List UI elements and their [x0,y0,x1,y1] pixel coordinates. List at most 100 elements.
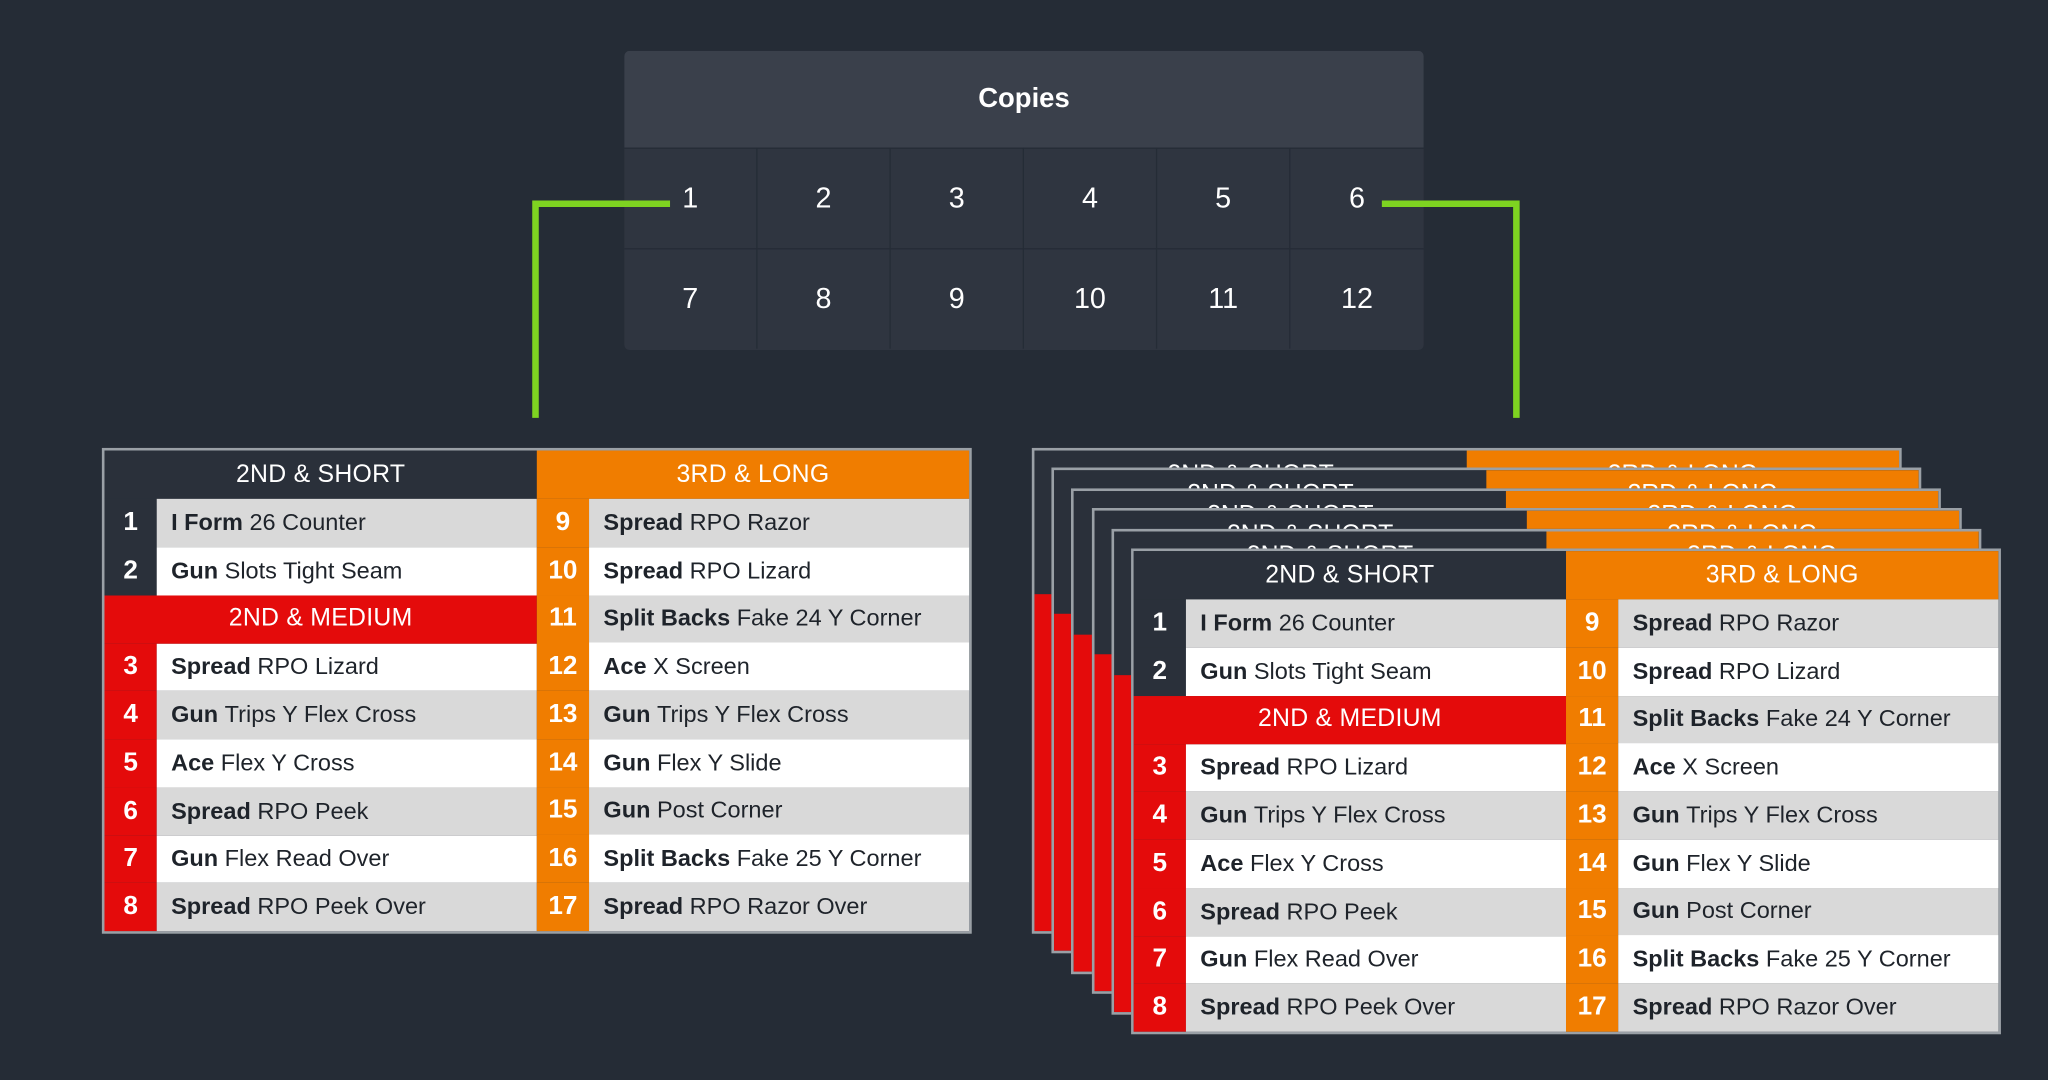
section-3rd-long: 3RD & LONG [1566,551,1999,600]
play-formation: Spread [603,509,684,536]
play-number: 15 [1566,887,1619,936]
play-number: 4 [1133,791,1186,840]
play-name: X Screen [1682,753,1780,780]
play-formation: Gun [171,845,219,872]
copy-cell-3[interactable]: 3 [890,147,1024,249]
play-formation: I Form [171,509,243,536]
play-number: 1 [104,498,157,547]
play-name: Flex Y Cross [220,749,355,776]
play-name: RPO Lizard [689,557,812,584]
play-name: Slots Tight Seam [224,557,403,584]
play-number: 6 [1133,887,1186,936]
play-name: Fake 25 Y Corner [1765,945,1951,972]
play-number: 16 [1566,935,1619,984]
play-name: Fake 24 Y Corner [736,605,922,632]
copy-cell-1[interactable]: 1 [624,147,758,249]
copies-title: Copies [624,50,1424,148]
connector-right [1381,200,1520,418]
play-name: Fake 24 Y Corner [1765,705,1951,732]
play-name: X Screen [653,653,750,680]
play-number: 10 [1566,647,1619,696]
play-formation: Gun [1200,657,1248,684]
play-name: RPO Razor Over [689,893,868,920]
copy-cell-6[interactable]: 6 [1290,147,1424,249]
play-number: 6 [104,787,157,836]
play-formation: Gun [603,701,651,728]
copy-cell-10[interactable]: 10 [1023,248,1158,349]
play-number: 5 [104,739,157,788]
copy-cell-2[interactable]: 2 [757,147,891,249]
play-formation: Ace [171,749,215,776]
play-name: RPO Lizard [1286,753,1409,781]
play-name: Trips Y Flex Cross [224,701,417,728]
copy-cell-9[interactable]: 9 [890,248,1024,349]
play-formation: Split Backs [603,845,731,872]
play-formation: Split Backs [603,605,731,632]
copy-cell-11[interactable]: 11 [1157,248,1291,349]
play-name: Slots Tight Seam [1253,657,1432,684]
copy-cell-12[interactable]: 12 [1290,248,1424,349]
section-2nd-medium: 2ND & MEDIUM [1133,695,1567,744]
play-name: RPO Peek Over [257,893,426,920]
play-number: 13 [536,690,590,739]
play-number: 12 [536,642,590,691]
copy-cell-8[interactable]: 8 [757,248,891,349]
copy-cell-5[interactable]: 5 [1157,147,1291,249]
play-name: RPO Lizard [1718,657,1841,684]
play-number: 17 [1566,983,1619,1032]
connector-left [532,200,671,418]
play-formation: Gun [1632,849,1680,876]
play-formation: I Form [1200,609,1273,636]
play-formation: Spread [1200,753,1281,781]
copy-cell-4[interactable]: 4 [1023,147,1158,249]
play-number: 11 [536,594,590,643]
play-number: 13 [1566,791,1619,840]
play-formation: Ace [1632,753,1676,780]
play-number: 4 [104,691,157,740]
play-number: 8 [104,883,157,932]
copy-cell-7[interactable]: 7 [624,248,758,349]
play-number: 3 [1133,743,1186,792]
play-formation: Split Backs [1632,945,1760,972]
play-number: 9 [536,498,590,547]
